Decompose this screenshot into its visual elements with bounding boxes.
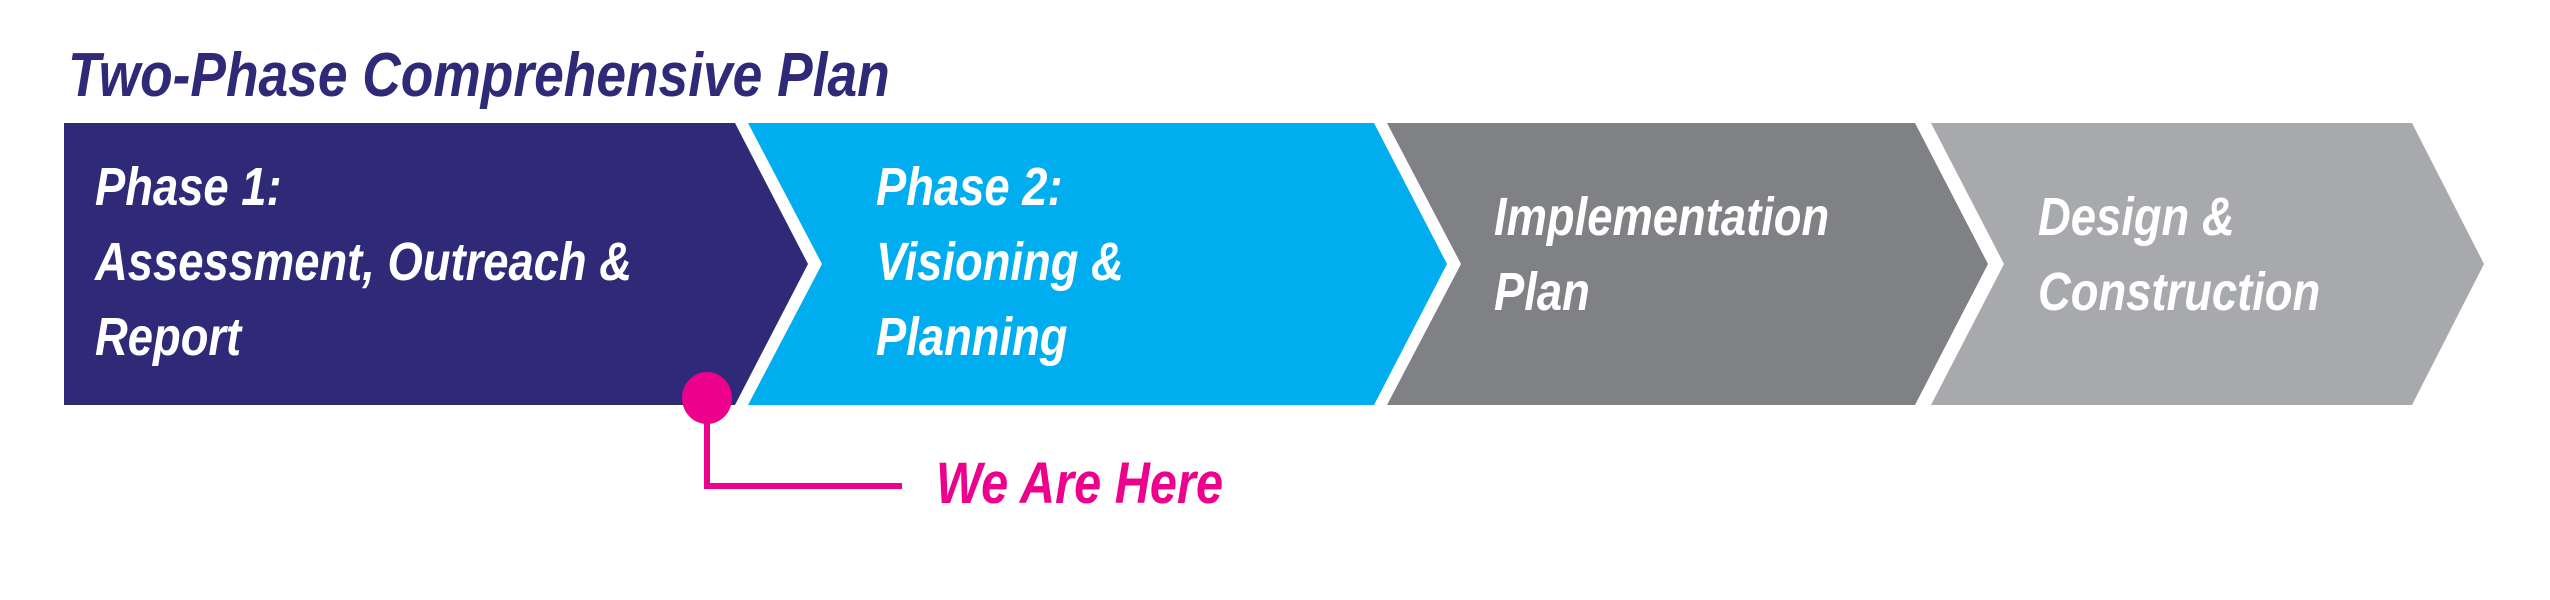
we-are-here-label: We Are Here bbox=[936, 451, 1224, 516]
step-3-label: Implementation Plan bbox=[1494, 180, 1829, 330]
step-1-line-3: Report bbox=[95, 307, 242, 367]
step-4-label: Design & Construction bbox=[2038, 180, 2320, 330]
step-1-label: Phase 1: Assessment, Outreach & Report bbox=[95, 150, 632, 375]
step-2-label: Phase 2: Visioning & Planning bbox=[876, 150, 1124, 375]
step-3-line-2: Plan bbox=[1494, 262, 1590, 322]
step-2-line-2: Visioning & bbox=[876, 232, 1124, 292]
step-1-line-2: Assessment, Outreach & bbox=[95, 232, 632, 292]
step-2-arrow bbox=[748, 123, 1447, 405]
step-1-arrow bbox=[64, 123, 808, 405]
step-4-arrow bbox=[1931, 123, 2484, 405]
marker-connector-line bbox=[704, 398, 902, 489]
step-1-line-1: Phase 1: bbox=[95, 157, 282, 217]
step-2-line-1: Phase 2: bbox=[876, 157, 1063, 217]
step-3-line-1: Implementation bbox=[1494, 187, 1830, 247]
step-2-line-3: Planning bbox=[876, 307, 1068, 367]
location-dot-icon bbox=[682, 372, 732, 424]
step-3-arrow bbox=[1387, 123, 1988, 405]
step-4-line-2: Construction bbox=[2038, 262, 2321, 322]
diagram-title: Two-Phase Comprehensive Plan bbox=[68, 41, 890, 110]
step-4-line-1: Design & bbox=[2038, 187, 2235, 247]
